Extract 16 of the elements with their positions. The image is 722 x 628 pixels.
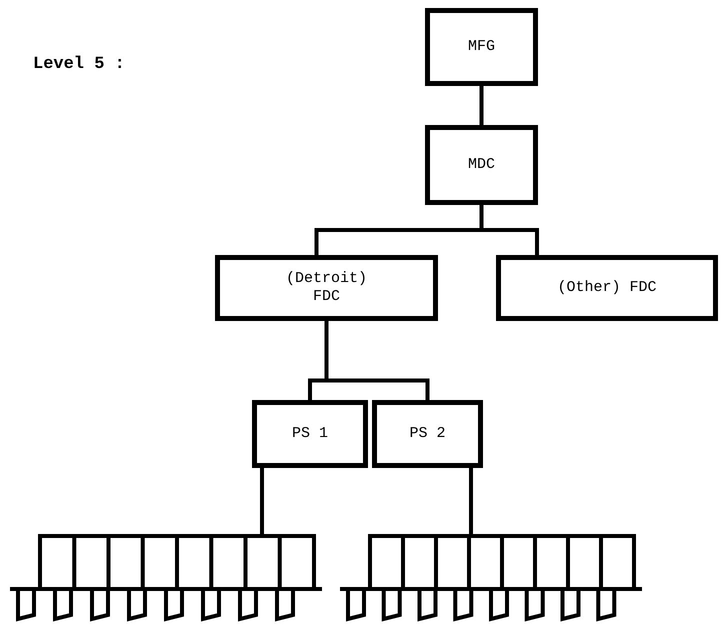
org-box	[425, 8, 538, 86]
org-box	[372, 400, 483, 468]
org-box	[252, 400, 368, 468]
connector-line	[469, 468, 473, 536]
box-label: MDC	[466, 156, 496, 174]
box-label: MFG	[466, 38, 496, 56]
connector-line	[480, 86, 484, 125]
org-box	[425, 125, 538, 205]
box-label: (Detroit) FDC	[284, 270, 368, 306]
level-label: Level 5 :	[33, 55, 125, 74]
box-label: PS 1	[290, 425, 329, 443]
box-label: PS 2	[408, 425, 446, 443]
org-box	[496, 255, 718, 321]
org-box	[215, 255, 438, 321]
box-label: (Other) FDC	[556, 279, 658, 297]
connector-line	[260, 468, 264, 536]
